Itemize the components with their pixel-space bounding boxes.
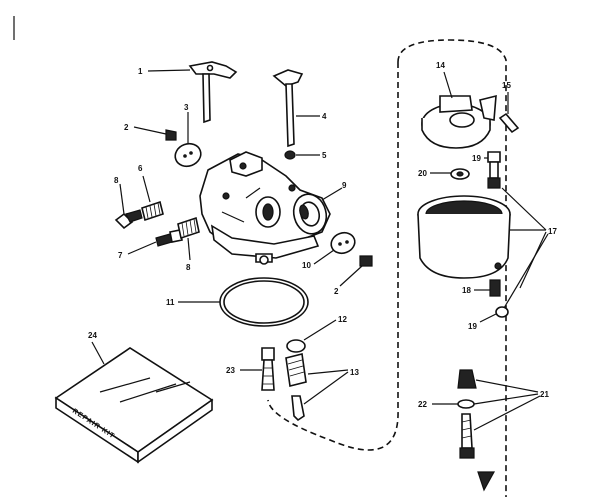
callout-6: 6 <box>138 164 143 173</box>
part-drain-nut <box>457 369 539 393</box>
callout-3: 3 <box>184 103 189 112</box>
part-seal <box>284 150 320 160</box>
part-float-bowl <box>417 187 549 309</box>
callout-15: 15 <box>502 81 511 90</box>
callout-2a: 2 <box>124 123 129 132</box>
part-spring-8b <box>177 216 200 261</box>
part-choke-shaft <box>272 69 320 148</box>
callout-18: 18 <box>462 286 471 295</box>
callout-19b: 19 <box>468 322 477 331</box>
callout-14: 14 <box>436 61 445 70</box>
part-washer-22 <box>432 393 539 409</box>
callout-1: 1 <box>138 67 143 76</box>
callout-5: 5 <box>322 151 327 160</box>
callout-19a: 19 <box>472 154 481 163</box>
callout-labels: 1 2 3 4 5 6 8 9 7 8 10 2 11 12 13 23 24 … <box>88 61 557 409</box>
part-choke-plate <box>313 231 356 265</box>
callout-11: 11 <box>166 298 175 307</box>
callout-13: 13 <box>350 368 359 377</box>
callout-7: 7 <box>118 251 123 260</box>
part-drain-screw <box>459 395 541 459</box>
callout-9: 9 <box>342 181 347 190</box>
callout-24: 24 <box>88 331 97 340</box>
part-screw-2b <box>339 255 373 287</box>
callout-20: 20 <box>418 169 427 178</box>
part-screw-19a <box>484 151 501 189</box>
callout-8a: 8 <box>114 176 119 185</box>
callout-21: 21 <box>540 390 549 399</box>
part-inlet-tube <box>240 347 275 391</box>
part-throttle-shaft <box>147 61 238 124</box>
part-gasket-ring <box>178 277 309 327</box>
part-washer-20 <box>430 168 470 180</box>
direction-arrow <box>477 471 496 492</box>
part-screw-7 <box>127 229 183 255</box>
part-carburetor-body <box>199 151 343 265</box>
part-screw-18 <box>474 279 501 297</box>
part-spring-6 <box>141 175 164 222</box>
part-o-ring <box>286 319 337 353</box>
callout-23: 23 <box>226 366 235 375</box>
part-repair-kit-box: REPAIR KIT <box>54 341 214 464</box>
callout-10: 10 <box>302 261 311 270</box>
part-needle-seat <box>285 353 349 422</box>
part-float <box>421 71 497 149</box>
callout-12: 12 <box>338 315 347 324</box>
part-hinge-pin <box>498 92 520 134</box>
callout-22: 22 <box>418 400 427 409</box>
callout-17: 17 <box>548 227 557 236</box>
part-throttle-plate <box>174 112 202 168</box>
part-screw-2a <box>133 126 177 141</box>
callout-8b: 8 <box>186 263 191 272</box>
callout-2b: 2 <box>334 287 339 296</box>
bowl-area-outline <box>267 39 507 497</box>
part-screw-8a <box>114 183 143 230</box>
part-fitting-19b <box>479 306 509 323</box>
callout-4: 4 <box>322 112 327 121</box>
